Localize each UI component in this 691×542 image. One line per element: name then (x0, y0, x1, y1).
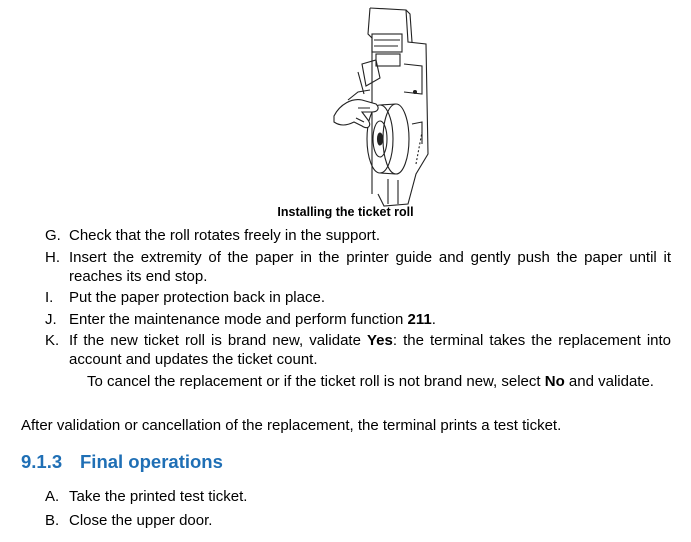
list-item: I. Put the paper protection back in plac… (43, 288, 671, 307)
list-item-text: Take the printed test ticket. (69, 488, 248, 505)
list-marker: J. (45, 310, 57, 328)
list-item-text: Check that the roll rotates freely in th… (69, 227, 380, 244)
section-number: 9.1.3 (21, 451, 63, 472)
section-heading: 9.1.3 Final operations (21, 451, 223, 473)
list-item-text-end: . (431, 310, 436, 328)
list-marker: H. (45, 248, 60, 266)
final-steps-list: A. Take the printed test ticket. B. Clos… (43, 487, 247, 535)
list-item-text: Close the upper door. (69, 512, 213, 529)
sub-paragraph-text: To cancel the replacement or if the tick… (87, 372, 545, 390)
list-item-text: Put the paper protection back in place. (69, 289, 325, 306)
list-item: B. Close the upper door. (43, 511, 247, 530)
list-marker: B. (45, 512, 60, 529)
list-marker: G. (45, 227, 61, 244)
list-item-text-end: : the terminal takes the replacement int… (69, 332, 671, 368)
list-item-text: Insert the extremity of the paper in the… (69, 248, 671, 285)
list-marker: A. (45, 488, 60, 505)
list-item: J. Enter the maintenance mode and perfor… (43, 310, 671, 329)
list-marker: K. (45, 332, 60, 349)
sub-paragraph: To cancel the replacement or if the tick… (69, 372, 671, 391)
list-item: K. If the new ticket roll is brand new, … (43, 331, 671, 391)
ticket-printer-illustration-icon (333, 7, 429, 207)
section-title: Final operations (80, 451, 223, 472)
function-number: 211 (407, 310, 432, 328)
list-item-text: If the new ticket roll is brand new, val… (69, 332, 367, 349)
procedure-steps-list: G. Check that the roll rotates freely in… (43, 226, 671, 393)
sub-paragraph-text-end: and validate. (564, 372, 654, 390)
list-item: A. Take the printed test ticket. (43, 487, 247, 506)
list-item: G. Check that the roll rotates freely in… (43, 226, 671, 245)
no-option: No (544, 372, 565, 390)
yes-option: Yes (366, 332, 393, 349)
body-paragraph: After validation or cancellation of the … (21, 417, 562, 434)
figure-caption: Installing the ticket roll (277, 205, 414, 219)
list-marker: I. (45, 289, 54, 306)
list-item-text: Enter the maintenance mode and perform f… (69, 310, 408, 328)
list-item: H. Insert the extremity of the paper in … (43, 248, 671, 286)
